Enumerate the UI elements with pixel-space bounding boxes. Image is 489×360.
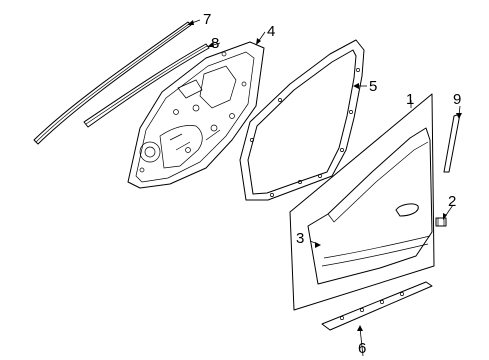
belt-molding-outer [33, 21, 192, 145]
grommet-clip [435, 217, 447, 227]
belt-weatherstrip-inner [83, 43, 210, 128]
callout-numbers: 7 8 4 5 1 9 2 3 6 [203, 11, 461, 357]
callout-5: 5 [369, 78, 377, 95]
leader-lines [187, 19, 462, 357]
callout-6: 6 [358, 340, 366, 357]
callout-2: 2 [448, 193, 456, 210]
sill-molding [321, 281, 433, 331]
door-shell-frame [289, 93, 435, 311]
callout-3: 3 [296, 230, 304, 247]
callout-9: 9 [453, 91, 461, 108]
door-weatherstrip [239, 39, 365, 201]
door-inner-panel [127, 41, 265, 189]
callout-1: 1 [406, 91, 414, 108]
callout-4: 4 [267, 23, 275, 40]
callout-8: 8 [211, 35, 219, 52]
callout-7: 7 [203, 11, 211, 28]
door-outer-panel [307, 127, 433, 285]
sash-trim [443, 113, 461, 173]
